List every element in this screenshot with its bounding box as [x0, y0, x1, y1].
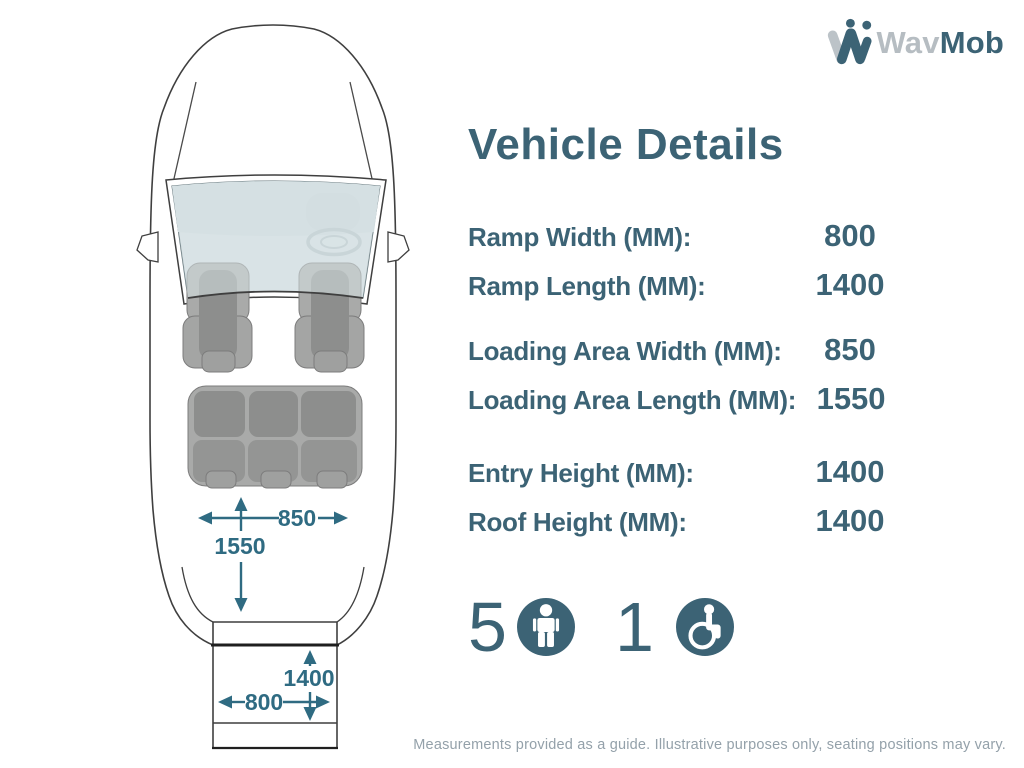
person-icon	[516, 598, 575, 656]
spec-row-loading-length: Loading Area Length (MM): 1550	[468, 381, 905, 418]
spec-list: Ramp Width (MM): 800 Ramp Length (MM): 1…	[468, 218, 905, 540]
rear-ramp	[211, 621, 339, 750]
disclaimer-text: Measurements provided as a guide. Illust…	[413, 737, 1006, 753]
spec-row-ramp-length: Ramp Length (MM): 1400	[468, 267, 905, 304]
ramp-width-arrowhead-left	[218, 695, 232, 709]
brand-name-dark: Mob	[939, 24, 1004, 60]
spec-row-entry-height: Entry Height (MM): 1400	[468, 454, 905, 491]
rear-bench-seat	[187, 385, 363, 489]
spec-row-ramp-width: Ramp Width (MM): 800	[468, 218, 905, 255]
spec-value: 1550	[816, 381, 886, 416]
left-mirror	[136, 231, 159, 263]
loading-length-dimension: 1550	[214, 533, 265, 559]
spec-label: Loading Area Width (MM):	[468, 336, 782, 366]
ramp-length-arrowhead-top	[303, 650, 317, 664]
loading-width-arrowhead-right	[334, 511, 348, 525]
occupancy-row: 5 1	[468, 588, 734, 666]
spec-label: Ramp Width (MM):	[468, 222, 692, 252]
ramp-width-arrowhead-right	[316, 695, 330, 709]
spec-value: 1400	[815, 267, 885, 302]
windshield-glass-overlay	[172, 181, 380, 298]
wheelchair-count: 1	[614, 588, 654, 666]
spec-value: 1400	[815, 454, 885, 489]
ramp-length-dimension: 1400	[283, 665, 334, 691]
rear-hatch-arc-left	[181, 566, 214, 623]
loading-length-arrowhead-bottom	[234, 598, 248, 612]
spec-row-roof-height: Roof Height (MM): 1400	[468, 503, 905, 540]
spec-row-loading-width: Loading Area Width (MM): 850	[468, 332, 905, 369]
spec-label: Entry Height (MM):	[468, 458, 694, 488]
wheelchair-icon	[675, 598, 734, 656]
spec-label: Roof Height (MM):	[468, 507, 687, 537]
brand-logo: WavMob	[823, 16, 1005, 68]
right-mirror	[387, 231, 410, 263]
spec-label: Ramp Length (MM):	[468, 271, 706, 301]
hood-seam-left	[172, 81, 197, 184]
windshield-lower-edge	[187, 290, 364, 299]
brand-name: WavMob	[877, 27, 1005, 58]
loading-length-arrowhead-top	[234, 497, 248, 511]
ramp-width-dimension: 800	[245, 689, 283, 715]
spec-value: 800	[824, 218, 876, 253]
rear-hatch-arc-right	[336, 566, 365, 623]
wavmob-logo-icon	[827, 18, 872, 65]
hood-seam-right	[349, 81, 374, 184]
car-top-view-diagram: 850 1550 800 1400	[136, 24, 410, 750]
seat-count: 5	[468, 588, 507, 666]
spec-label: Loading Area Length (MM):	[468, 385, 797, 415]
ramp-length-arrowhead-bottom	[303, 707, 317, 721]
spec-value: 1400	[815, 503, 885, 538]
brand-name-light: Wav	[876, 24, 940, 60]
loading-width-dimension: 850	[278, 505, 316, 531]
page-title: Vehicle Details	[468, 120, 784, 169]
loading-width-arrowhead-left	[198, 511, 212, 525]
spec-value: 850	[824, 332, 876, 367]
